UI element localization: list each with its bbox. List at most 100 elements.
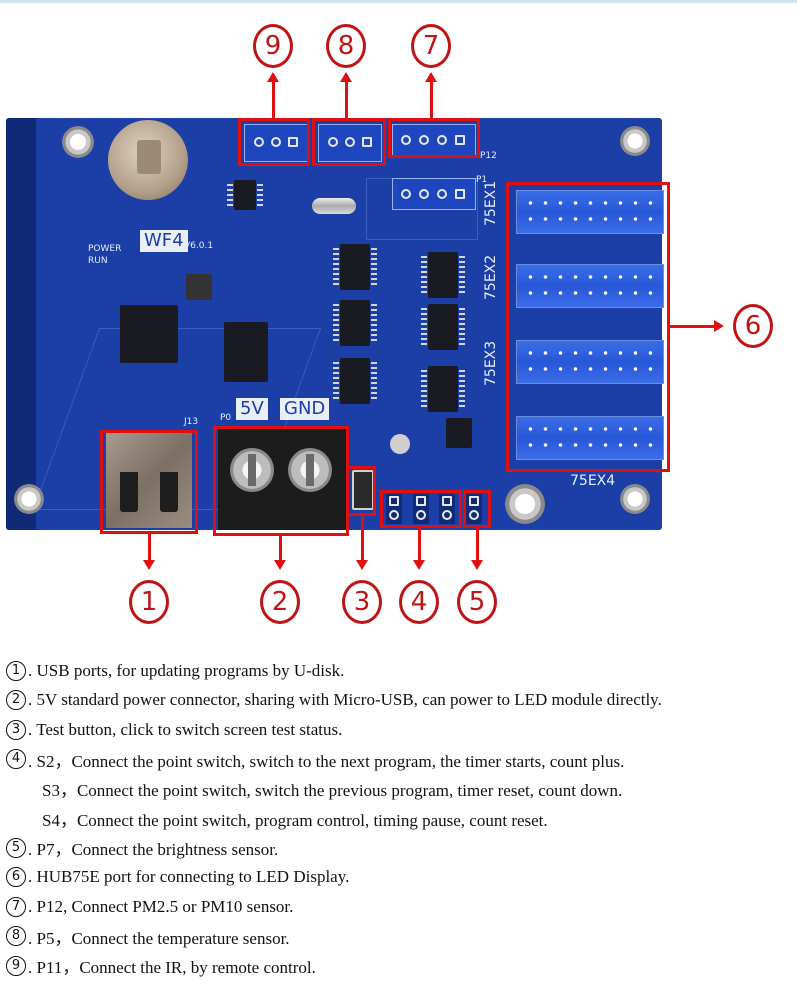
mounting-hole [620,484,650,514]
legend-number: 4 [6,749,26,770]
legend-item: 6. HUB75E port for connecting to LED Dis… [6,863,796,893]
highlight-box-4 [380,490,462,528]
battery-clip [137,140,161,174]
legend-text: . P11，Connect the IR, by remote control. [28,958,316,978]
legend-subitem: S3，Connect the point switch, switch the … [6,774,796,804]
5v-label: 5V [236,398,268,420]
legend-number: 7 [6,896,26,917]
driver-ic [421,252,465,298]
hub75e-port-1[interactable] [516,190,664,234]
power-terminal[interactable] [218,426,346,530]
legend-item: 9. P11，Connect the IR, by remote control… [6,951,796,981]
highlight-box-6 [506,182,670,472]
legend-number: 1 [6,660,26,681]
highlight-box-7 [388,118,480,158]
legend-item: 5. P7，Connect the brightness sensor. [6,833,796,863]
legend-item: 4. S2，Connect the point switch, switch t… [6,745,796,775]
callout-7: 7 [411,24,451,68]
leader-line-9 [272,80,275,118]
usb-ref-label: J13 [184,417,199,427]
callout-1: 1 [129,580,169,624]
legend-item: 1. USB ports, for updating programs by U… [6,656,796,686]
arrow-1 [143,560,155,570]
driver-ic [333,358,377,404]
arrow-5 [471,560,483,570]
legend-text: S3，Connect the point switch, switch the … [42,781,623,801]
p11-header[interactable] [244,124,310,162]
legend-item: 7. P12, Connect PM2.5 or PM10 sensor. [6,892,796,922]
inductor [186,274,212,300]
hub-port-label-1: 75EX1 [483,180,499,226]
callout-3: 3 [342,580,382,624]
callout-9: 9 [253,24,293,68]
mcu-chip [120,305,178,363]
legend-text: . P5，Connect the temperature sensor. [28,928,290,948]
arrow-9 [267,72,279,82]
callout-6: 6 [733,304,773,348]
callout-5: 5 [457,580,497,624]
leader-line-5 [476,528,479,564]
leader-line-7 [430,80,433,118]
legend-text: S4，Connect the point switch, program con… [42,810,548,830]
driver-ic [421,366,465,412]
hub-port-label-3: 75EX3 [483,340,499,386]
legend-text: . HUB75E port for connecting to LED Disp… [28,867,350,887]
hub75e-port-2[interactable] [516,264,664,308]
legend-item: 8. P5，Connect the temperature sensor. [6,922,796,952]
highlight-box-8 [312,118,386,166]
s2-header[interactable] [386,494,402,524]
hub75e-port-4[interactable] [516,416,664,460]
legend-item: 3. Test button, click to switch screen t… [6,715,796,745]
legend-number: 3 [6,719,26,740]
mounting-hole [620,126,650,156]
leader-line-3 [361,516,364,564]
s3-header[interactable] [413,494,429,524]
arrow-6 [714,320,724,332]
legend-number: 8 [6,926,26,947]
leader-line-8 [345,80,348,118]
legend-subitem: S4，Connect the point switch, program con… [6,804,796,834]
p7-header[interactable] [466,494,482,524]
callout-8: 8 [326,24,366,68]
p5-header[interactable] [318,124,382,162]
mounting-hole [14,484,44,514]
driver-ic [333,300,377,346]
run-led-label: RUN [88,256,108,266]
highlight-box-2 [213,426,349,536]
arrow-8 [340,72,352,82]
arrow-7 [425,72,437,82]
legend-text: . S2，Connect the point switch, switch to… [28,751,625,771]
crystal [312,198,356,214]
s4-header[interactable] [439,494,455,524]
terminal-ref-label: P0 [220,413,232,423]
board-model-label: WF4 [140,230,188,252]
arrow-2 [274,560,286,570]
p12-header[interactable] [392,124,476,156]
board-version-label: V6.0.1 [184,241,214,251]
leader-line-2 [279,536,282,564]
callout-4: 4 [399,580,439,624]
capacitor [390,434,410,454]
usb-port[interactable] [106,432,192,528]
wifi-chip [224,322,268,382]
callout-2: 2 [260,580,300,624]
eeprom-chip [227,180,263,210]
legend-text: . 5V standard power connector, sharing w… [28,690,662,710]
arrow-4 [413,560,425,570]
highlight-box-1 [100,430,198,534]
hub-port-label-2: 75EX2 [483,254,499,300]
leader-line-4 [418,528,421,564]
leader-line-1 [148,534,151,564]
highlight-box-9 [238,118,310,166]
mounting-hole [505,484,545,524]
legend-number: 9 [6,955,26,976]
hub75e-port-3[interactable] [516,340,664,384]
highlight-box-3 [346,466,376,516]
hub-port-label-4: 75EX4 [570,473,616,489]
p1-header[interactable] [392,178,476,210]
legend-number: 5 [6,837,26,858]
legend-text: . P7，Connect the brightness sensor. [28,840,279,860]
legend-text: . USB ports, for updating programs by U-… [28,660,345,680]
top-border [0,0,797,3]
legend-item: 2. 5V standard power connector, sharing … [6,686,796,716]
